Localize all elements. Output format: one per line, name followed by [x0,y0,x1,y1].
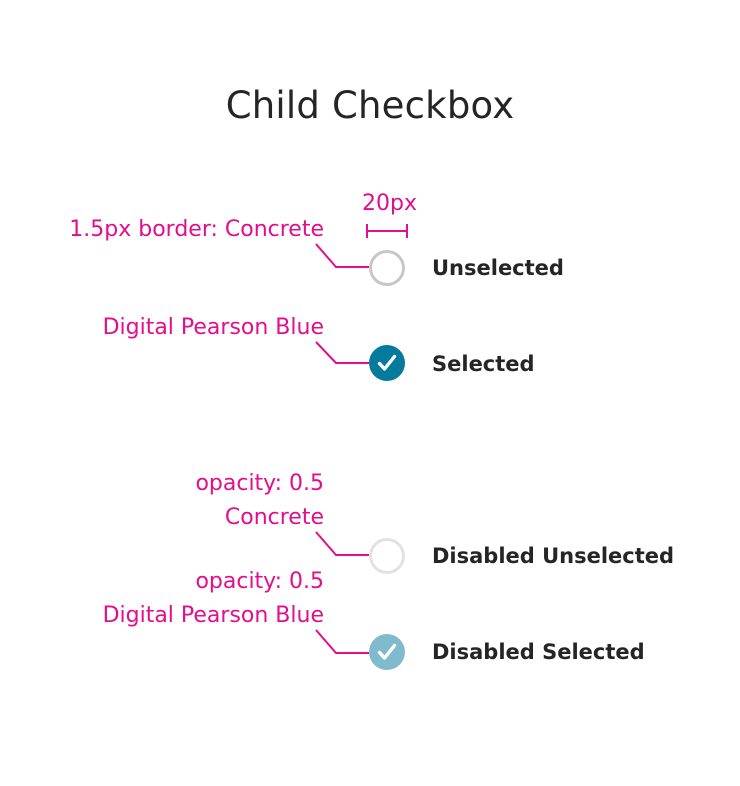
checkbox-unselected[interactable] [369,250,405,286]
label-unselected: Unselected [432,256,564,280]
annotation-unselected: 1.5px border: Concrete [69,217,324,243]
dimension-label: 20px [362,191,417,216]
annotation-disabled-unselected: opacity: 0.5 Concrete [195,471,324,531]
label-disabled-unselected: Disabled Unselected [432,544,675,568]
annotation-line: Digital Pearson Blue [102,603,324,628]
checkbox-disabled-selected [369,634,405,670]
leader-line-disabled-unselected [315,531,369,556]
leader-line-unselected [315,243,369,268]
page-title: Child Checkbox [225,84,515,127]
checkbox-disabled-unselected [369,538,405,574]
annotation-line: opacity: 0.5 [195,569,324,594]
dimension-marker [366,224,408,238]
checkbox-selected[interactable] [369,345,405,381]
annotation-line: Digital Pearson Blue [102,315,324,340]
annotation-line: opacity: 0.5 [195,471,324,496]
leader-line-disabled-selected [315,629,369,654]
annotation-selected: Digital Pearson Blue [103,315,324,341]
leader-line-selected [315,341,369,364]
annotation-disabled-selected: opacity: 0.5 Digital Pearson Blue [103,569,324,629]
label-disabled-selected: Disabled Selected [432,640,645,664]
label-selected: Selected [432,352,535,376]
annotation-line: 1.5px border: Concrete [69,217,324,242]
annotation-line: Concrete [224,505,324,530]
checkmark-icon [377,354,397,371]
checkmark-icon [377,643,397,660]
